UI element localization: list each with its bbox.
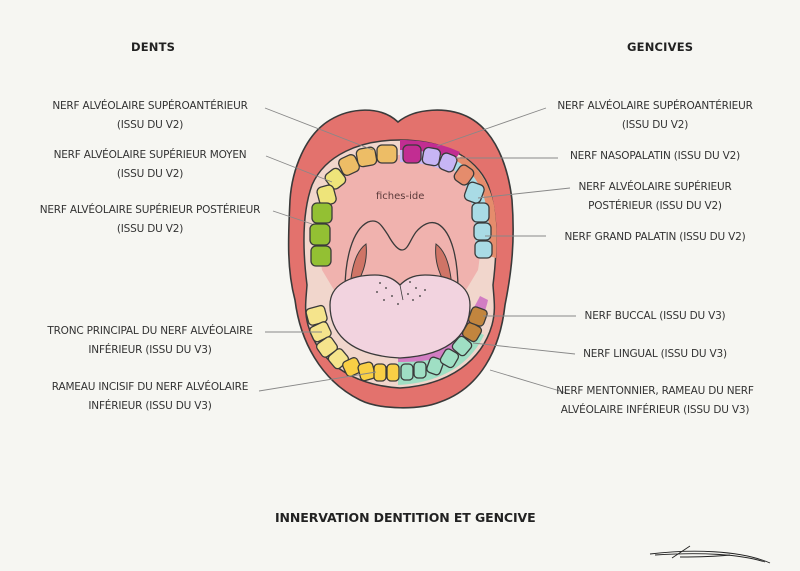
tooth xyxy=(376,144,398,164)
gum-label-nasopalatin: NERF NASOPALATIN (ISSU DU V2) xyxy=(535,147,775,166)
label-line: RAMEAU INCISIF DU NERF ALVÉOLAIRE xyxy=(51,381,249,393)
tooth xyxy=(453,164,475,186)
label-line: NERF LINGUAL (ISSU DU V3) xyxy=(583,348,727,360)
leader-lines xyxy=(258,107,576,395)
teeth-label-superieur-posterieur: NERF ALVÉOLAIRE SUPÉRIEUR POSTÉRIEUR (IS… xyxy=(25,201,275,239)
teeth-label-tronc-principal: TRONC PRINCIPAL DU NERF ALVÉOLAIRE INFÉR… xyxy=(30,322,270,360)
tooth xyxy=(473,222,492,241)
tongue-midline xyxy=(399,284,404,301)
label-line: NERF BUCCAL (ISSU DU V3) xyxy=(584,310,726,322)
uvula-arch xyxy=(344,220,459,291)
tooth xyxy=(467,306,488,327)
tooth xyxy=(309,223,331,246)
gum-label-mentonnier: NERF MENTONNIER, RAMEAU DU NERF ALVÉOLAI… xyxy=(535,382,775,420)
teeth-heading: DENTS xyxy=(131,40,176,54)
label-line: INFÉRIEUR (ISSU DU V3) xyxy=(88,344,212,356)
tongue-papillae xyxy=(376,281,426,305)
label-line: (ISSU DU V2) xyxy=(116,119,184,131)
tooth xyxy=(386,363,400,382)
label-line: (ISSU DU V2) xyxy=(116,223,184,235)
label-line: NERF NASOPALATIN (ISSU DU V2) xyxy=(570,150,740,162)
watermark: fiches-ide xyxy=(376,191,424,202)
tooth xyxy=(421,146,442,167)
tooth xyxy=(310,245,332,267)
label-line: ALVÉOLAIRE INFÉRIEUR (ISSU DU V3) xyxy=(560,404,750,416)
label-line: INFÉRIEUR (ISSU DU V3) xyxy=(88,400,212,412)
diagram-title: INNERVATION DENTITION ET GENCIVE xyxy=(275,510,536,525)
label-line: (ISSU DU V2) xyxy=(116,168,184,180)
label-line: (ISSU DU V2) xyxy=(621,119,689,131)
label-line: NERF ALVÉOLAIRE SUPÉRIEUR MOYEN xyxy=(53,149,247,161)
tooth xyxy=(324,167,347,190)
gum-label-superieur-posterieur: NERF ALVÉOLAIRE SUPÉRIEUR POSTÉRIEUR (IS… xyxy=(545,178,765,216)
teeth-label-superoanterior: NERF ALVÉOLAIRE SUPÉROANTÉRIEUR (ISSU DU… xyxy=(30,97,270,135)
gum-label-lingual: NERF LINGUAL (ISSU DU V3) xyxy=(545,345,765,364)
tooth xyxy=(338,154,360,176)
tooth xyxy=(373,363,387,382)
tooth xyxy=(355,146,378,168)
teeth-label-superieur-moyen: NERF ALVÉOLAIRE SUPÉRIEUR MOYEN (ISSU DU… xyxy=(30,146,270,184)
label-line: NERF ALVÉOLAIRE SUPÉROANTÉRIEUR xyxy=(52,100,248,112)
tooth xyxy=(400,363,414,381)
label-line: NERF ALVÉOLAIRE SUPÉROANTÉRIEUR xyxy=(557,100,753,112)
label-line: NERF ALVÉOLAIRE SUPÉRIEUR xyxy=(578,181,732,193)
gums-heading: GENCIVES xyxy=(627,40,694,54)
tooth xyxy=(402,144,422,164)
tooth xyxy=(451,335,473,357)
signature xyxy=(649,545,771,564)
tooth xyxy=(413,361,427,379)
tooth xyxy=(474,240,493,259)
tooth xyxy=(426,356,444,376)
tongue xyxy=(329,274,471,359)
label-line: TRONC PRINCIPAL DU NERF ALVÉOLAIRE xyxy=(47,325,253,337)
gum-label-buccal: NERF BUCCAL (ISSU DU V3) xyxy=(545,307,765,326)
tooth xyxy=(439,348,460,369)
tooth xyxy=(471,202,490,223)
tooth xyxy=(438,152,458,173)
tooth xyxy=(342,357,362,377)
tooth xyxy=(311,202,333,224)
gum-label-grand-palatin: NERF GRAND PALATIN (ISSU DU V2) xyxy=(535,228,775,247)
label-line: NERF ALVÉOLAIRE SUPÉRIEUR POSTÉRIEUR xyxy=(39,204,261,216)
label-line: NERF GRAND PALATIN (ISSU DU V2) xyxy=(564,231,746,243)
label-line: POSTÉRIEUR (ISSU DU V2) xyxy=(588,200,722,212)
gum-label-superoanterior: NERF ALVÉOLAIRE SUPÉROANTÉRIEUR (ISSU DU… xyxy=(535,97,775,135)
teeth-label-rameau-incisif: RAMEAU INCISIF DU NERF ALVÉOLAIRE INFÉRI… xyxy=(30,378,270,416)
label-line: NERF MENTONNIER, RAMEAU DU NERF xyxy=(556,385,754,397)
